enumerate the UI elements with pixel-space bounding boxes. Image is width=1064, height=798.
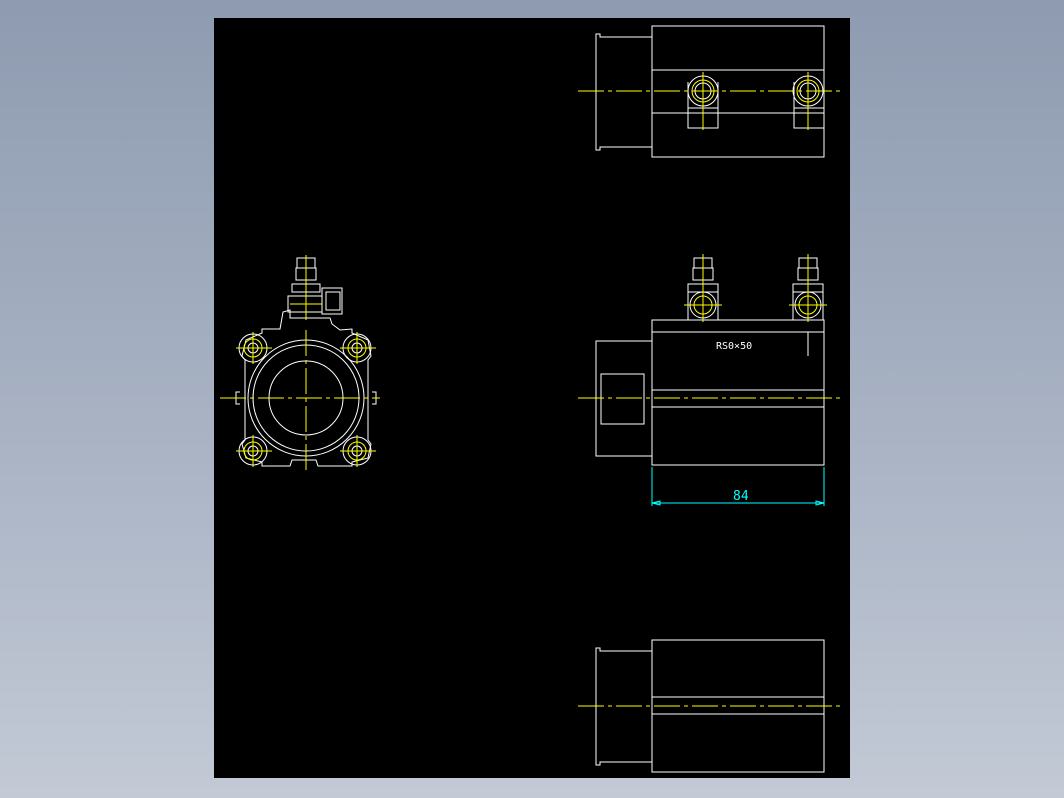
model-label: RS0×50 xyxy=(716,341,752,352)
side-view: RS0×50 84 xyxy=(578,254,842,506)
fitting-left xyxy=(684,254,722,322)
length-dimension: 84 xyxy=(651,467,825,506)
end-view xyxy=(220,255,380,472)
dimension-value: 84 xyxy=(733,489,749,504)
bottom-view xyxy=(578,639,842,773)
fitting-right xyxy=(789,254,827,322)
top-view xyxy=(578,25,842,158)
